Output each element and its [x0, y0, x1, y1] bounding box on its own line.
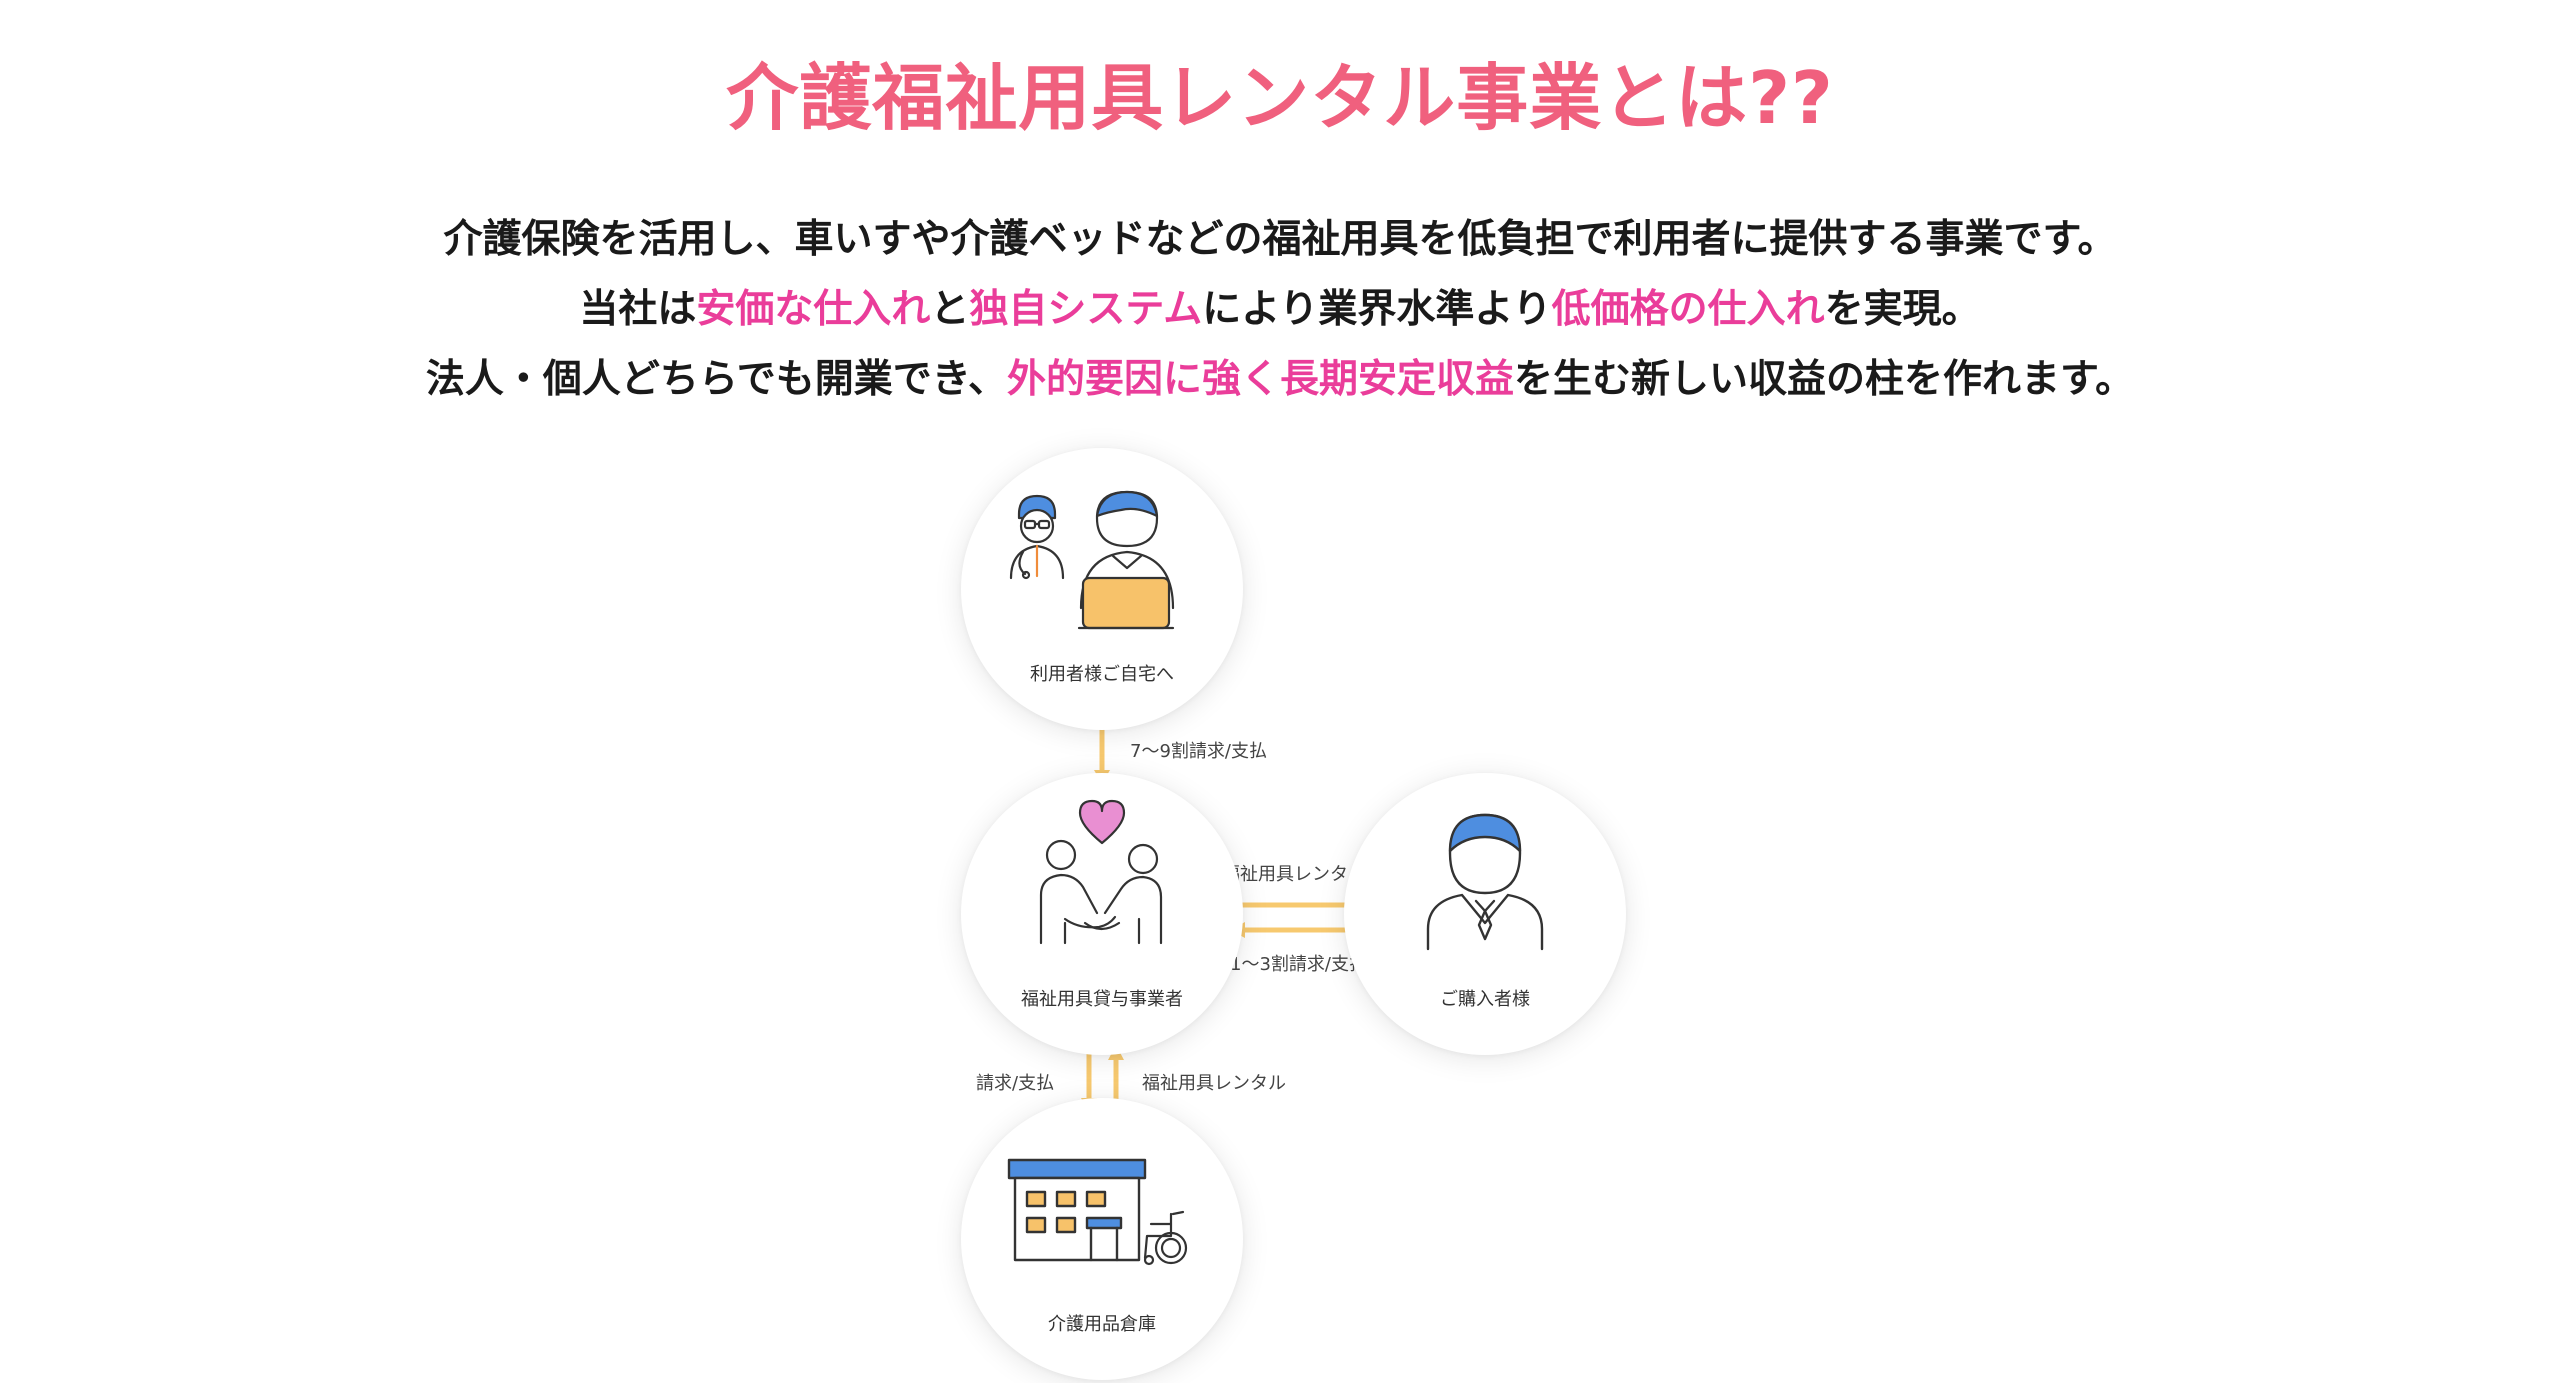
- node-label: 介護用品倉庫: [1048, 1314, 1156, 1335]
- node-label: ご購入者様: [1440, 989, 1530, 1010]
- intro-line-1: 介護保険を活用し、車いすや介護ベッドなどの福祉用具を低負担で利用者に提供する事業…: [443, 217, 2117, 262]
- intro-line-2-seg: と: [930, 287, 970, 332]
- node-user-home: 利用者様ご自宅へ: [961, 448, 1243, 730]
- intro-line-3: 法人・個人どちらでも開業でき、外的要因に強く長期安定収益を生む新しい収益の柱を作…: [0, 345, 2560, 415]
- node-warehouse: 介護用品倉庫: [961, 1098, 1243, 1380]
- flow-label-warehouse-to-provider: 福祉用具レンタル: [1142, 1073, 1286, 1094]
- intro-highlight: 安価な仕入れ: [696, 287, 931, 332]
- intro-line-2-seg: を実現。: [1824, 287, 1981, 332]
- flow-label-buyer-to-provider: 1〜3割請求/支払: [1230, 954, 1367, 975]
- intro-highlight: 低価格の仕入れ: [1551, 287, 1825, 332]
- intro-line-2-seg: により業界水準より: [1202, 287, 1552, 332]
- intro-line-2-seg: 当社は: [579, 287, 697, 332]
- node-label: 福祉用具貸与事業者: [1021, 989, 1183, 1010]
- warehouse-wheelchair-icon: [1007, 1158, 1188, 1266]
- intro-line-2: 当社は安価な仕入れと独自システムにより業界水準より低価格の仕入れを実現。: [0, 275, 2560, 345]
- node-buyer: ご購入者様: [1344, 773, 1626, 1055]
- businessman-icon: [1426, 813, 1544, 951]
- doctor-and-user-laptop-icon: [1009, 490, 1175, 630]
- intro-highlight: 独自システム: [969, 287, 1203, 332]
- flow-label-provider-to-buyer: 福祉用具レンタル: [1222, 864, 1366, 885]
- intro-line-3-seg: を生む新しい収益の柱を作れます。: [1514, 357, 2135, 402]
- intro-line-3-seg: 法人・個人どちらでも開業でき、: [425, 357, 1007, 402]
- node-rental-provider: 福祉用具貸与事業者: [961, 773, 1243, 1055]
- page-title: 介護福祉用具レンタル事業とは??: [726, 56, 1834, 140]
- intro-text: 介護保険を活用し、車いすや介護ベッドなどの福祉用具を低負担で利用者に提供する事業…: [0, 205, 2560, 415]
- intro-highlight: 外的要因に強く長期安定収益: [1006, 357, 1514, 402]
- flow-label-home-to-provider: 7〜9割請求/支払: [1130, 741, 1267, 762]
- node-label: 利用者様ご自宅へ: [1030, 664, 1174, 685]
- flow-label-provider-to-warehouse: 請求/支払: [976, 1073, 1055, 1094]
- handshake-heart-icon: [1039, 799, 1163, 945]
